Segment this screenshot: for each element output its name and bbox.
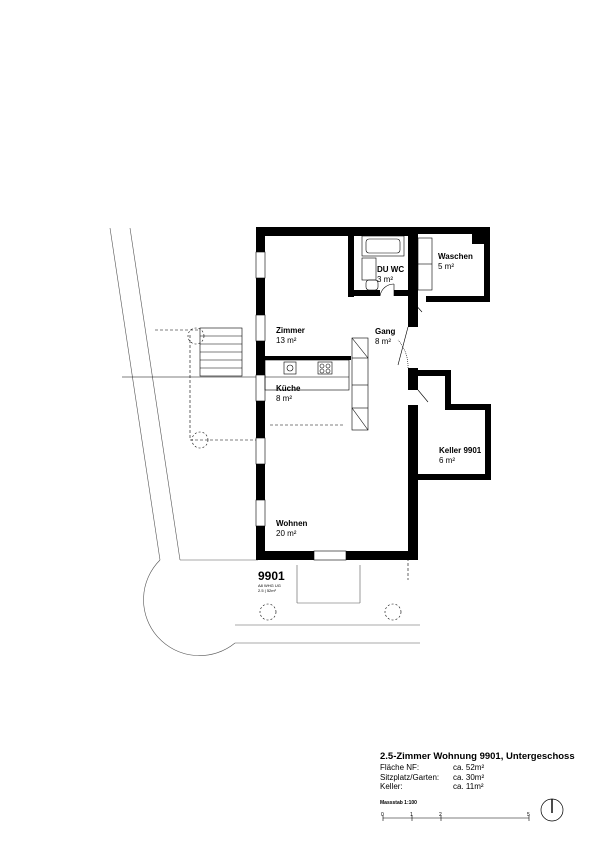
room-area: 3 m² — [377, 275, 393, 284]
room-name: Wohnen — [276, 519, 308, 528]
apartment-info: 2.5-Zimmer Wohnung 9901, Untergeschoss F… — [380, 751, 580, 792]
doors — [379, 283, 429, 403]
info-row-cellar: Keller: ca. 11m² — [380, 782, 580, 792]
room-keller: Keller 9901 6 m² — [439, 446, 481, 466]
room-area: 20 m² — [276, 529, 297, 538]
site-lines — [109, 227, 420, 656]
info-row-area: Fläche NF: ca. 52m² — [380, 763, 580, 773]
room-area: 6 m² — [439, 456, 455, 465]
room-name: Küche — [276, 384, 301, 393]
room-name: DU WC — [377, 265, 405, 274]
room-name: Keller 9901 — [439, 446, 482, 455]
windows — [255, 251, 347, 561]
exterior-stairs — [187, 327, 402, 621]
unit-label: 9901 A8 WHG UG 2.5 | 52m² — [258, 569, 285, 594]
scale-tick: 2 — [439, 812, 442, 818]
dashed-lines — [155, 329, 409, 580]
room-zimmer: Zimmer 13 m² — [276, 326, 305, 346]
info-value: ca. 52m² — [453, 763, 485, 772]
info-label: Fläche NF: — [380, 763, 420, 772]
scale-tick: 0 — [381, 812, 384, 818]
room-name: Zimmer — [276, 326, 305, 335]
north-arrow-icon — [540, 798, 564, 822]
room-name: Gang — [375, 327, 396, 336]
info-value: ca. 30m² — [453, 772, 485, 782]
scale-bar — [382, 815, 530, 821]
kitchen-counter — [264, 359, 350, 391]
info-label: Sitzplatz/Garten: — [380, 772, 440, 782]
scale-tick: 1 — [410, 812, 413, 818]
room-area: 8 m² — [375, 337, 391, 346]
info-label: Keller: — [380, 782, 403, 791]
bathroom-fixtures — [361, 235, 433, 291]
room-gang: Gang 8 m² — [375, 327, 395, 347]
room-area: 5 m² — [438, 262, 454, 271]
unit-code: A8 WHG UG — [258, 583, 281, 588]
info-row-garden: Sitzplatz/Garten: ca. 30m² — [380, 773, 580, 783]
room-du-wc: DU WC 3 m² — [377, 265, 404, 285]
room-waschen: Waschen 5 m² — [438, 252, 473, 272]
room-name: Waschen — [438, 252, 473, 261]
room-area: 13 m² — [276, 336, 297, 345]
scale-tick: 5 — [527, 812, 530, 818]
unit-number: 9901 — [258, 569, 285, 583]
room-area: 8 m² — [276, 394, 292, 403]
wardrobes — [351, 337, 369, 431]
info-value: ca. 11m² — [453, 782, 484, 791]
unit-size: 2.5 | 52m² — [258, 588, 276, 593]
room-kueche: Küche 8 m² — [276, 384, 300, 404]
apartment-title: 2.5-Zimmer Wohnung 9901, Untergeschoss — [380, 751, 575, 762]
scale-label: Massstab 1:100 — [380, 800, 417, 806]
room-wohnen: Wohnen 20 m² — [276, 519, 307, 539]
